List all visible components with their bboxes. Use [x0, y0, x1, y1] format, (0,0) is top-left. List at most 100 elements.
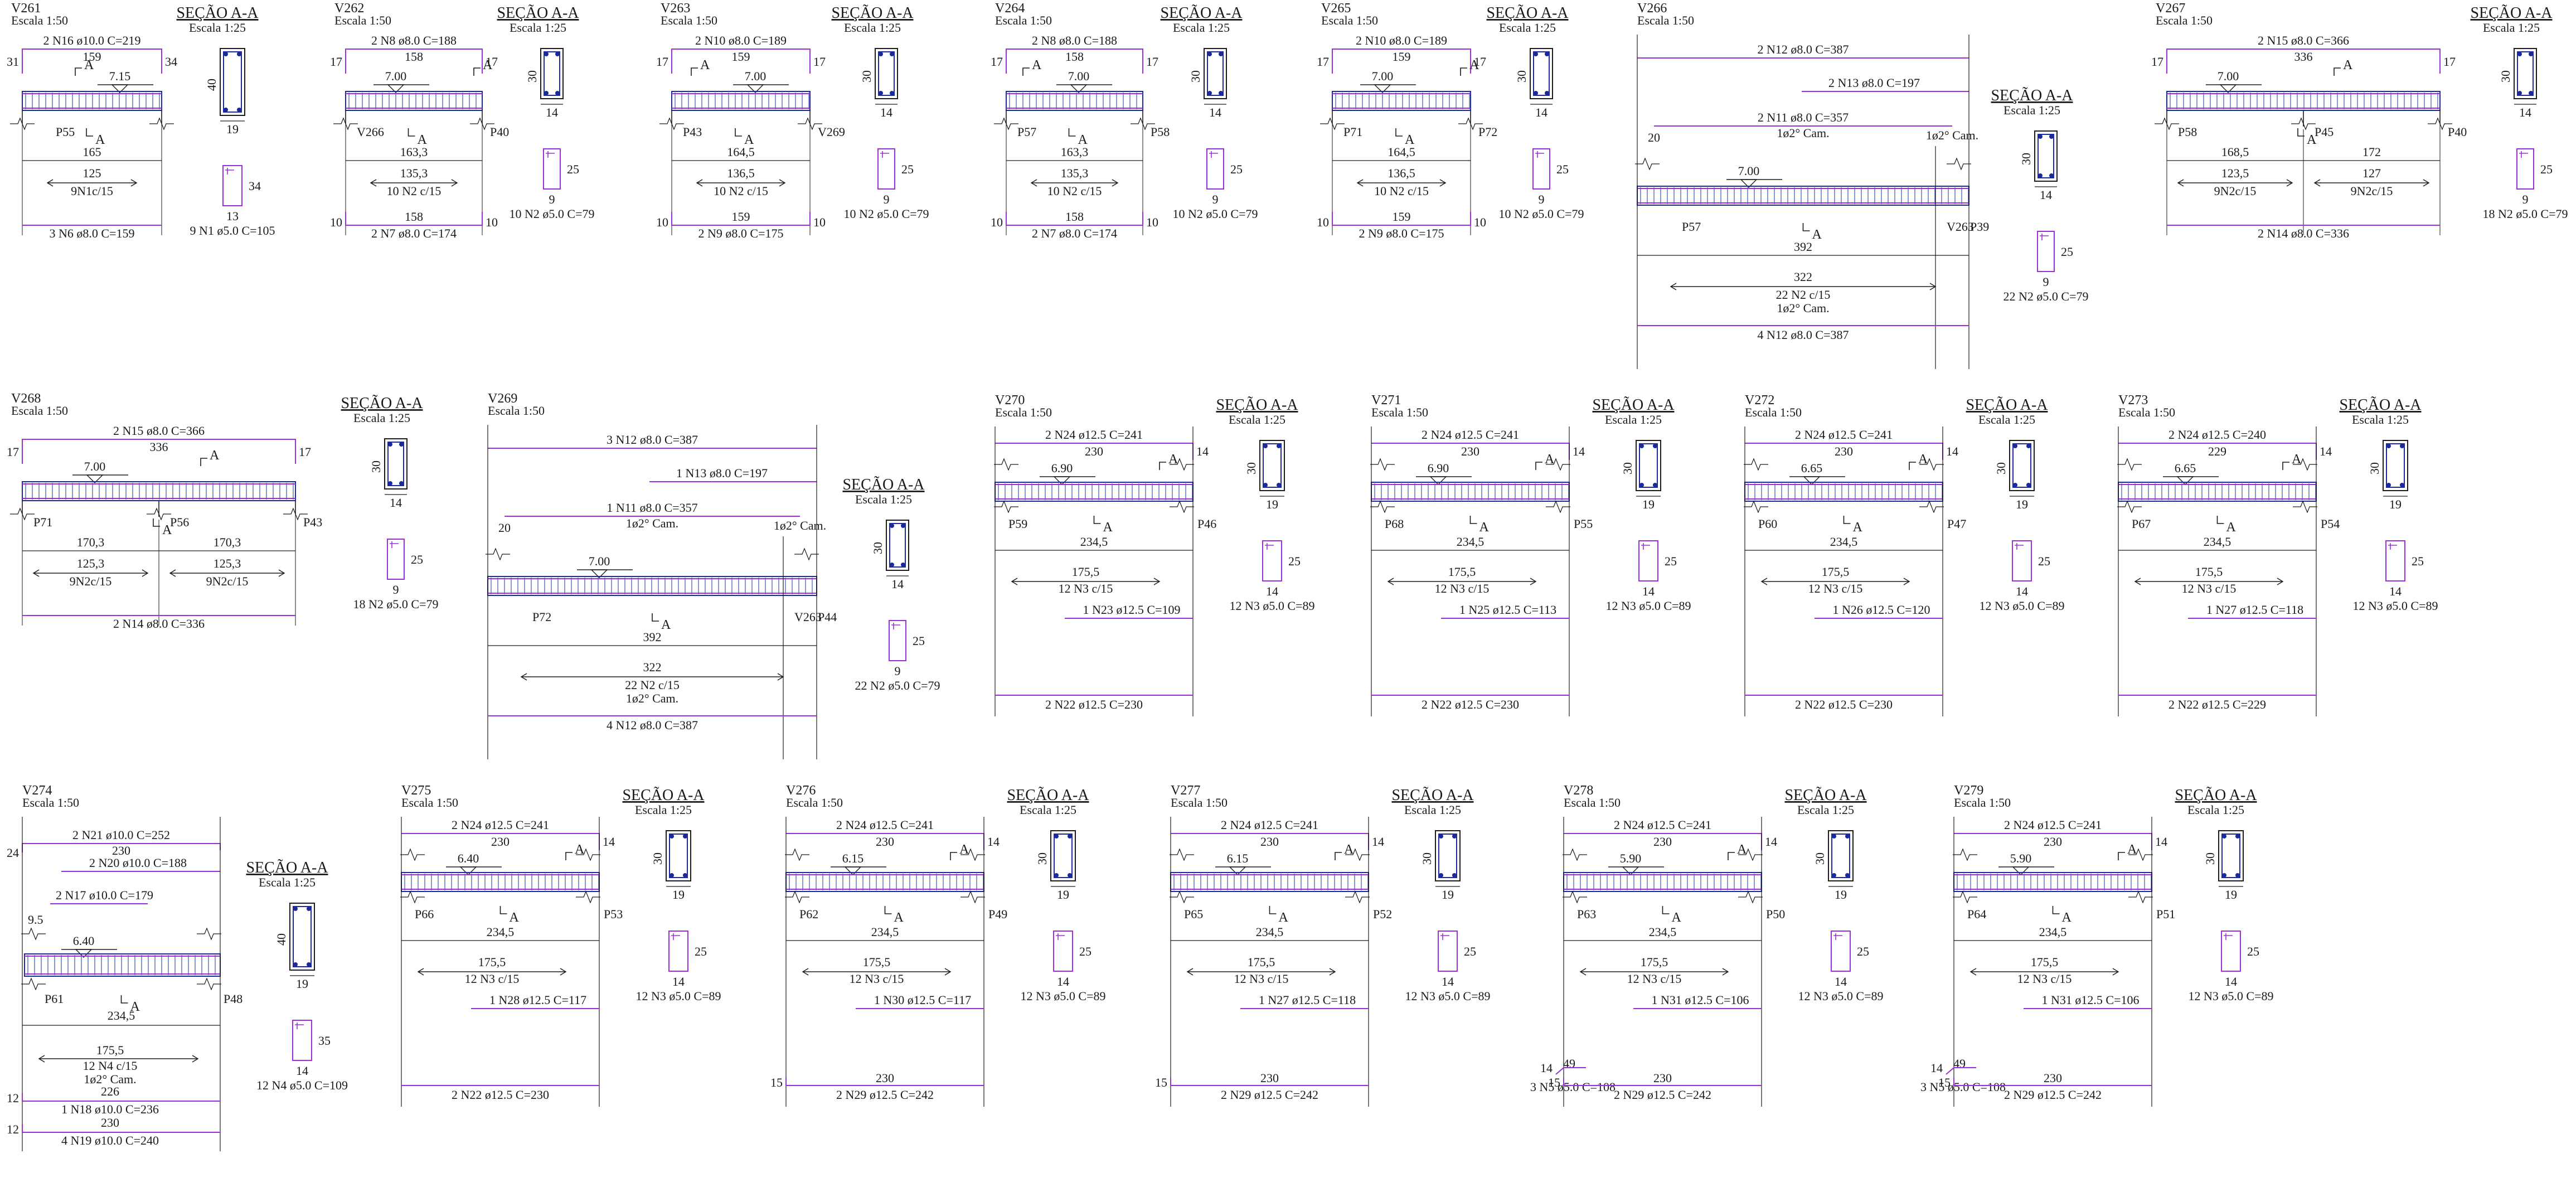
section-width: 14 [390, 496, 402, 510]
stirrup-width: 13 [226, 209, 239, 223]
span-length: 234,5 [1649, 925, 1677, 939]
bottom-rebar-label: 2 N29 ø12.5 C=242 [2004, 1088, 2102, 1102]
bottom-rebar-label: 2 N7 ø8.0 C=174 [1032, 226, 1117, 240]
break-line-symbol [1370, 458, 1395, 471]
section-cut-label: A [95, 133, 105, 147]
bottom-rebar-label: 2 N29 ø12.5 C=242 [1614, 1088, 1711, 1102]
support-label: P44 [818, 610, 837, 624]
rebar-note: 1ø2° Cam. [1777, 301, 1829, 315]
rebar-dot [1277, 483, 1281, 487]
rebar-dot [237, 52, 241, 56]
span-length: 164,5 [1388, 145, 1415, 159]
hook-length: 17 [299, 445, 311, 459]
small-rebar [1555, 1067, 1586, 1075]
support-label: P45 [2315, 125, 2334, 139]
beam-id: V278 [1564, 783, 1593, 798]
stirrup-distribution-length: 322 [643, 660, 662, 674]
section-cut-mark [153, 518, 160, 527]
break-line-symbol [21, 977, 46, 991]
stirrup-height: 25 [1665, 554, 1677, 568]
break-line-symbol [960, 848, 985, 861]
stirrup-count: 12 N3 c/15 [1627, 972, 1682, 986]
beam-id: V277 [1171, 783, 1200, 798]
section-cut-mark [1395, 128, 1403, 137]
dimension-arrow [2313, 179, 2321, 187]
stirrup-schedule-label: 12 N3 ø5.0 C=89 [1606, 599, 1691, 613]
stirrup-distribution-length: 136,5 [727, 166, 755, 180]
bottom-rebar-length: 159 [732, 210, 750, 224]
beam-scale: Escala 1:50 [401, 796, 458, 810]
section-cut-label: A [1168, 452, 1178, 467]
level-value: 7.00 [1372, 69, 1394, 83]
dimension-arrow [2112, 968, 2119, 976]
hook-length: 14 [1573, 444, 1585, 458]
rebar-note: 1ø2° Cam. [1777, 126, 1829, 140]
bottom-rebar-length: 158 [405, 210, 423, 224]
break-line-symbol [1947, 157, 1971, 171]
section-cut-label: A [1344, 842, 1354, 857]
dimension-arrow [779, 179, 786, 187]
rebar-dot [1832, 834, 1836, 839]
top-rebar-label: 2 N24 ø12.5 C=240 [2169, 428, 2266, 442]
hook-length: 49 [1563, 1057, 1575, 1070]
stirrup-height: 25 [2038, 554, 2050, 568]
cross-section-stirrup [2037, 134, 2054, 178]
top-rebar-length: 230 [491, 835, 510, 849]
top-rebar-length: 159 [83, 50, 101, 64]
hook-length: 14 [1196, 444, 1209, 458]
stirrup-distribution-length: 175,5 [1822, 565, 1850, 579]
stirrup-height: 25 [567, 162, 579, 176]
hook-length: 15 [1938, 1075, 1951, 1089]
rebar-label: 2 N17 ø10.0 C=179 [56, 888, 153, 902]
rebar-dot [224, 108, 228, 112]
stirrup-shape [2516, 148, 2534, 190]
rebar-dot [890, 52, 894, 56]
stirrup-hook [1641, 543, 1650, 550]
break-line-symbol [785, 848, 809, 861]
bottom-rebar [1006, 212, 1143, 226]
dimension-arrow [802, 968, 809, 976]
dimension-arrow [451, 179, 458, 187]
stirrup-count: 9N1c/15 [71, 184, 113, 198]
bottom-rebar-label: 2 N29 ø12.5 C=242 [836, 1088, 934, 1102]
dimension-arrow [1112, 179, 1119, 187]
stirrup-height: 25 [1230, 162, 1243, 176]
section-cut-mark [1662, 906, 1670, 914]
section-title: SEÇÃO A-A [2175, 787, 2257, 804]
beam-elevation [994, 482, 1194, 502]
hook-length: 17 [486, 55, 498, 69]
hook-length: 15 [1548, 1075, 1560, 1089]
section-title: SEÇÃO A-A [1391, 787, 1474, 804]
hook-length: 14 [1930, 1061, 1943, 1075]
section-scale: Escala 1:25 [1978, 413, 2035, 427]
stirrup-count: 12 N4 c/15 [83, 1059, 138, 1073]
section-height: 30 [2499, 70, 2512, 83]
span-length: 170,3 [214, 535, 241, 549]
rebar-dot [2013, 483, 2017, 487]
support-label: P67 [2132, 517, 2151, 531]
hook-length: 17 [330, 55, 342, 69]
stirrup-distribution-length: 175,5 [863, 955, 891, 969]
stirrup-width: 9 [2522, 192, 2529, 206]
stirrup-distribution-length: 175,5 [1641, 955, 1668, 969]
section-scale: Escala 1:25 [855, 492, 912, 506]
beam-id: V263 [661, 1, 690, 16]
top-rebar-length: 230 [1260, 835, 1279, 849]
span-length: 234,5 [108, 1009, 135, 1022]
section-cut-mark [1802, 223, 1810, 231]
break-line-symbol [1170, 500, 1194, 513]
cross-section-outline [1435, 830, 1461, 881]
stirrup-shape [2221, 931, 2241, 972]
top-rebar-label: 2 N15 ø8.0 C=366 [2258, 33, 2349, 47]
rebar-dot [1639, 483, 1644, 487]
section-scale: Escala 1:25 [1173, 21, 1230, 35]
break-line-symbol [2293, 458, 2317, 471]
section-title: SEÇÃO A-A [831, 4, 914, 22]
top-rebar-length: 336 [2294, 50, 2313, 64]
rebar-label: 1 N13 ø8.0 C=197 [676, 466, 768, 480]
stirrup-height: 25 [1288, 554, 1301, 568]
support-label: P58 [1151, 125, 1170, 139]
hook-length: 49 [1953, 1057, 1966, 1070]
dimension-arrow [1929, 283, 1937, 290]
beam-id: V275 [401, 783, 431, 798]
